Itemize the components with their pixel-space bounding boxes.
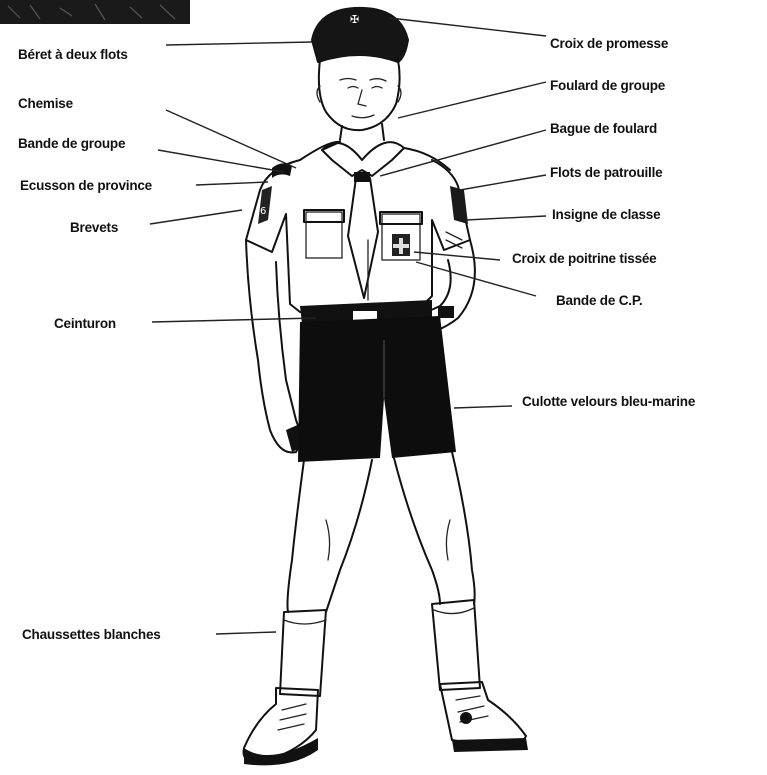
label-beret: Béret à deux flots <box>18 47 128 62</box>
label-insigne-classe: Insigne de classe <box>552 207 660 222</box>
label-croix-poitrine: Croix de poitrine tissée <box>512 251 657 266</box>
label-flots-patrouille: Flots de patrouille <box>550 165 662 180</box>
label-croix-promesse: Croix de promesse <box>550 36 668 51</box>
label-foulard-groupe: Foulard de groupe <box>550 78 665 93</box>
label-bande-groupe: Bande de groupe <box>18 136 125 151</box>
label-brevets: Brevets <box>70 220 118 235</box>
svg-text:✠: ✠ <box>350 13 359 26</box>
label-chaussettes: Chaussettes blanches <box>22 627 161 642</box>
label-culotte: Culotte velours bleu-marine <box>522 394 695 409</box>
label-chemise: Chemise <box>18 96 73 111</box>
svg-text:6: 6 <box>260 206 266 217</box>
label-ceinturon: Ceinturon <box>54 316 116 331</box>
label-bande-cp: Bande de C.P. <box>556 293 642 308</box>
header-banner-graphic <box>0 0 190 24</box>
label-bague-foulard: Bague de foulard <box>550 121 657 136</box>
label-ecusson: Ecusson de province <box>20 178 152 193</box>
